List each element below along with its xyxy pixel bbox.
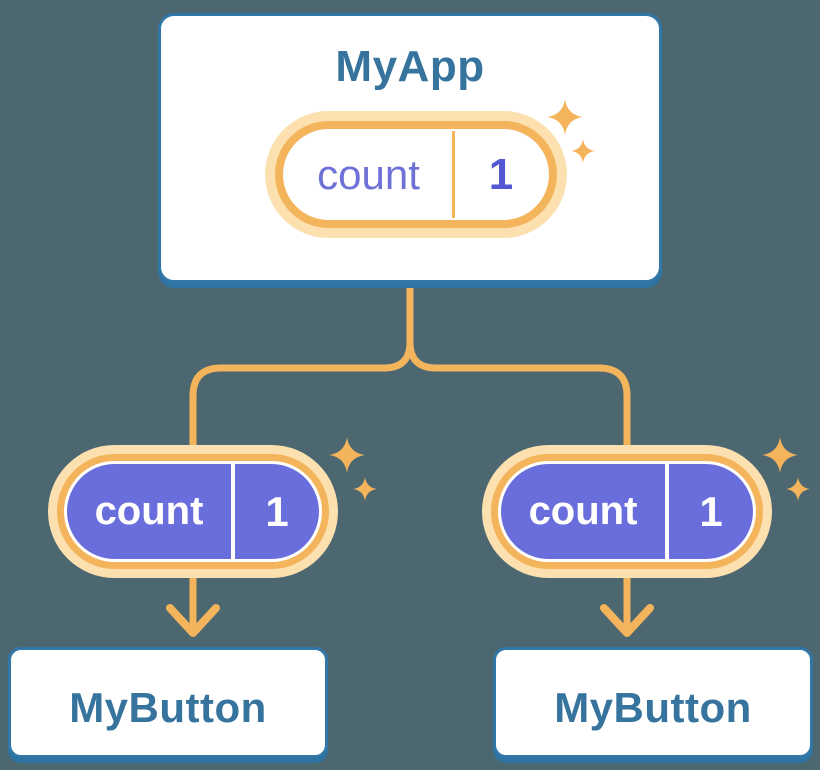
sparkle-icon <box>762 437 810 501</box>
arrow-right-head <box>600 604 654 637</box>
prop-pill-label: count <box>94 489 204 533</box>
arrow-left-head <box>166 604 220 637</box>
pill-ring: count 1 <box>57 454 329 569</box>
mybutton-title: MyButton <box>554 683 752 731</box>
prop-pill-value: 1 <box>265 487 289 535</box>
myapp-title: MyApp <box>335 42 485 91</box>
sparkle-icon <box>329 437 377 501</box>
prop-pill-label: count <box>528 489 638 533</box>
pill-ring: count 1 <box>275 121 557 228</box>
pill-divider <box>665 464 669 559</box>
myapp-card: MyApp <box>158 13 662 283</box>
state-pill-label: count <box>317 150 420 198</box>
mybutton-title: MyButton <box>69 683 267 731</box>
prop-pill-value: 1 <box>699 487 723 535</box>
mybutton-card-left: MyButton <box>8 647 328 758</box>
branch-right-line <box>406 288 631 460</box>
branch-left-line <box>189 288 414 460</box>
pill-divider <box>231 464 235 559</box>
sparkle-icon <box>547 99 595 163</box>
root-state-pill: count 1 <box>265 111 567 238</box>
pill-divider <box>452 131 455 218</box>
left-prop-pill: count 1 <box>48 445 338 578</box>
state-pill-value: 1 <box>488 149 514 199</box>
pill-ring: count 1 <box>491 454 763 569</box>
mybutton-card-right: MyButton <box>493 647 813 758</box>
right-prop-pill: count 1 <box>482 445 772 578</box>
